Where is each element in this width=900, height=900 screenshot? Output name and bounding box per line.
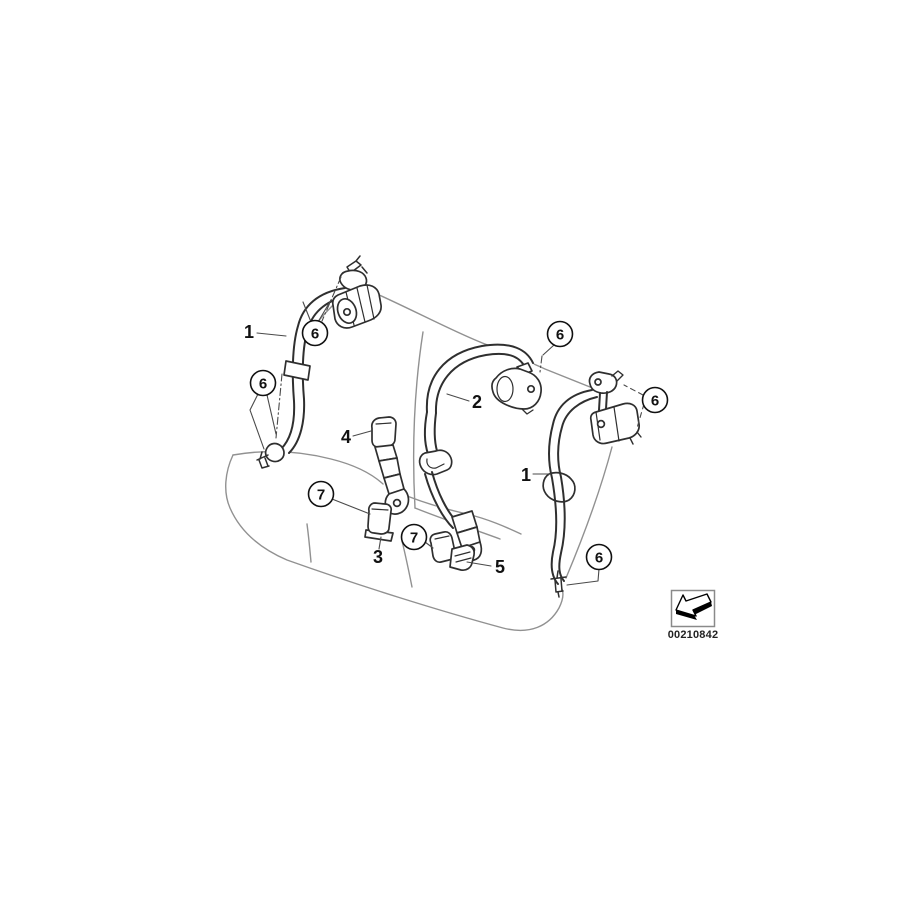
svg-text:6: 6: [651, 393, 659, 410]
callout-circle-6-e[interactable]: 6: [585, 543, 613, 571]
buckle-center: [370, 416, 410, 515]
lower-bolt-right: [550, 570, 567, 598]
doc-number: 00210842: [668, 629, 719, 641]
callout-2[interactable]: 2: [472, 392, 482, 412]
callout-1-left[interactable]: 1: [244, 322, 254, 342]
svg-text:6: 6: [311, 326, 319, 343]
callout-5[interactable]: 5: [495, 557, 505, 577]
lower-anchor-left: [256, 442, 285, 469]
callout-circle-6-d[interactable]: 6: [641, 386, 669, 414]
callout-4[interactable]: 4: [341, 427, 351, 447]
svg-text:6: 6: [556, 327, 564, 344]
svg-text:6: 6: [595, 550, 603, 567]
callout-circle-6-a[interactable]: 6: [301, 319, 329, 347]
svg-text:7: 7: [410, 530, 418, 547]
retractor-right: [589, 402, 642, 445]
buckle-center-lower: [429, 530, 476, 572]
callout-1-right[interactable]: 1: [521, 465, 531, 485]
callout-circle-7-b[interactable]: 7: [400, 523, 428, 551]
callout-circle-7-a[interactable]: 7: [307, 480, 335, 508]
belt-right: [542, 370, 642, 598]
buckle-left: [364, 502, 394, 542]
callout-circle-6-c[interactable]: 6: [546, 320, 574, 348]
direction-arrow-icon[interactable]: [670, 589, 716, 628]
callouts-plain: 1 2 4 1 3 5: [244, 322, 531, 577]
retractor-left: [331, 284, 382, 329]
svg-text:6: 6: [259, 376, 267, 393]
leader-lines: [249, 276, 645, 586]
belt-center: [418, 343, 542, 562]
retractor-center: [491, 362, 542, 415]
upper-bracket-right: [588, 370, 624, 395]
callouts-circled: 6 6 6 6 6 7 7: [249, 319, 669, 571]
svg-text:7: 7: [317, 487, 325, 504]
footer-legend: 00210842: [668, 589, 719, 641]
callout-3[interactable]: 3: [373, 547, 383, 567]
belt-left: [256, 255, 382, 469]
callout-circle-6-b[interactable]: 6: [249, 369, 277, 397]
